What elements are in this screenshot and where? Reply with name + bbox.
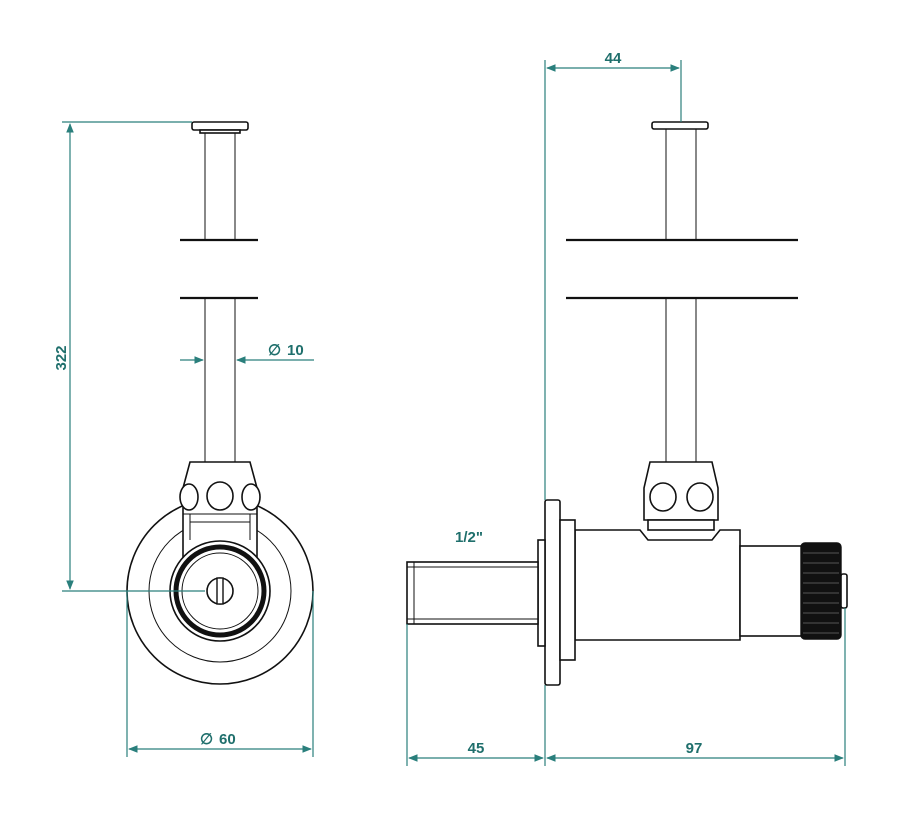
dimensions: 322 ∅ 10 ∅ 60 44 1/2" 45 97 — [53, 50, 846, 766]
side-knob-cap — [840, 573, 848, 609]
side-nut-collar — [647, 519, 715, 531]
front-view — [126, 121, 314, 685]
side-top-flange — [651, 121, 709, 130]
dim-label-dia10: 10 — [287, 342, 304, 359]
knob-knurling — [803, 552, 839, 634]
dim-label-dia60: 60 — [219, 731, 236, 748]
side-threaded-inlet — [406, 561, 539, 625]
front-top-flange-neck — [199, 129, 241, 134]
side-handle-stem — [739, 545, 803, 637]
side-valve-body — [574, 529, 741, 641]
front-nut-facet-center — [206, 481, 234, 511]
side-rosette-collar — [559, 519, 576, 661]
side-rosette-ring — [537, 539, 546, 647]
front-nut-facet-left — [179, 483, 199, 511]
dim-dia-symbol-10: ∅ — [268, 342, 281, 359]
side-rosette — [544, 499, 561, 686]
dim-label-97: 97 — [686, 740, 703, 757]
side-view — [406, 121, 848, 686]
dim-label-322: 322 — [53, 345, 70, 370]
dim-label-44: 44 — [605, 50, 622, 67]
side-knurled-knob[interactable] — [800, 542, 842, 640]
dim-label-45: 45 — [468, 740, 485, 757]
front-screw-slot — [216, 577, 224, 605]
dim-dia-symbol-60: ∅ — [200, 731, 213, 748]
front-nut-facet-right — [241, 483, 261, 511]
thread-label: 1/2" — [455, 529, 483, 546]
front-top-flange — [191, 121, 249, 131]
